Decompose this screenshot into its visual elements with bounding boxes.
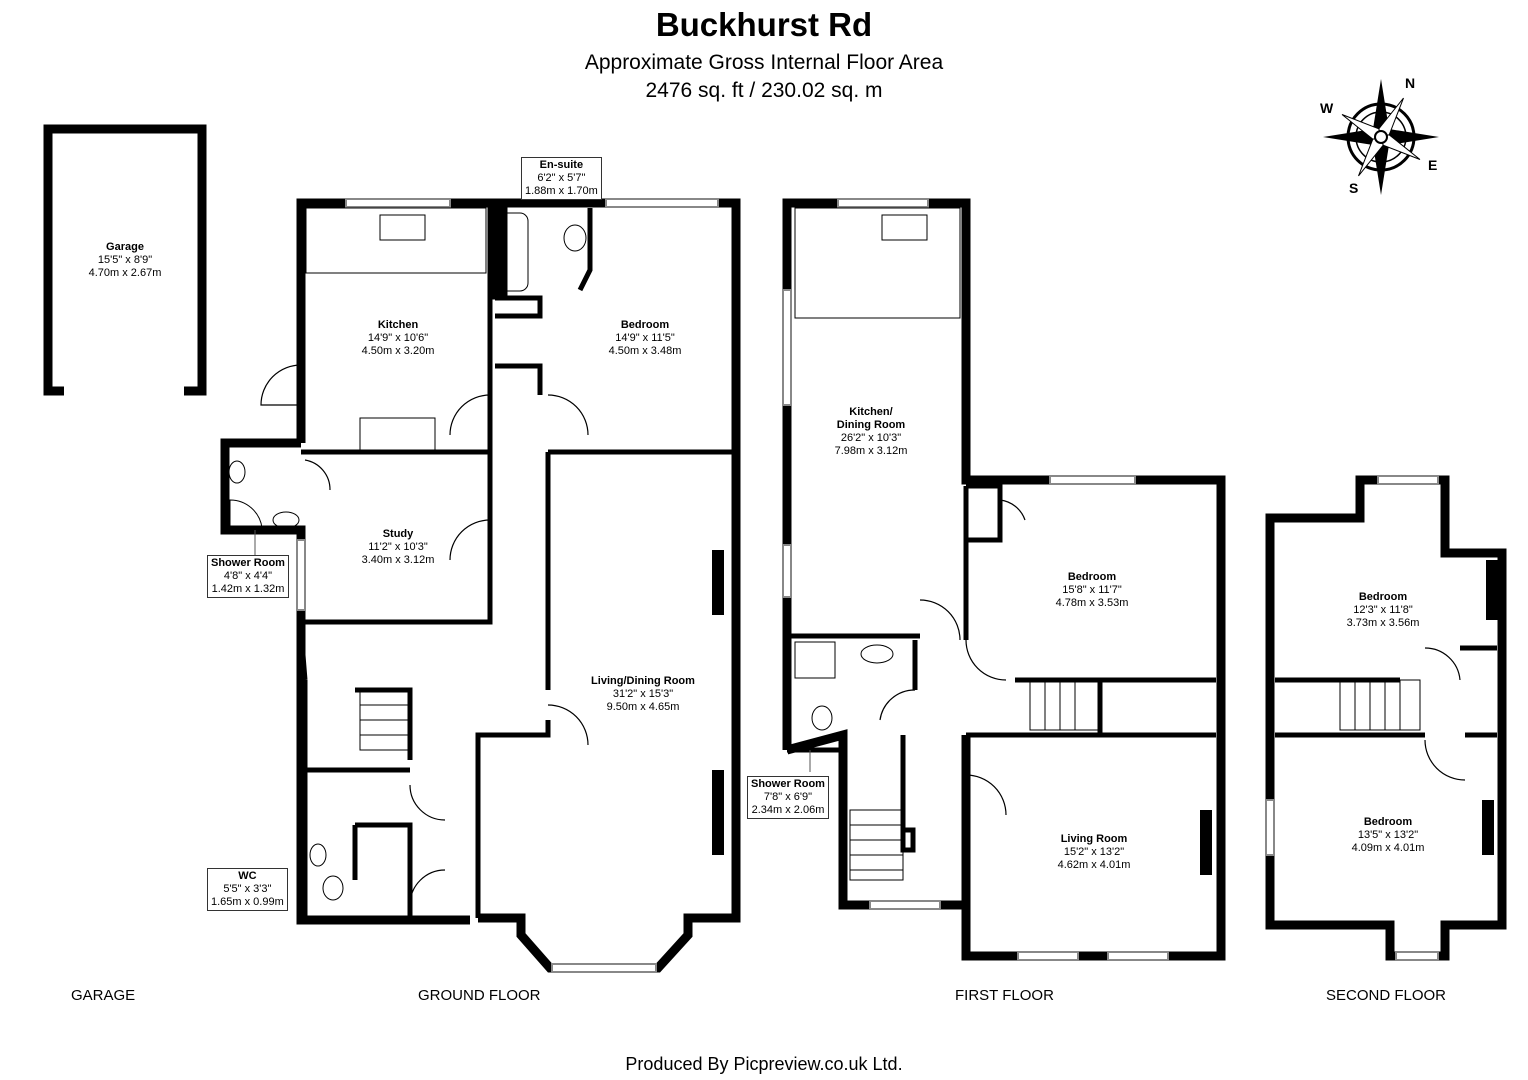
window: [296, 539, 306, 611]
bath: [497, 212, 529, 292]
callout-ensuite: En-suite 6'2" x 5'7" 1.88m x 1.70m: [521, 157, 602, 200]
door-swing: [449, 394, 491, 436]
floor-label-first: FIRST FLOOR: [955, 987, 1054, 1004]
floor-label-ground: GROUND FLOOR: [418, 987, 541, 1004]
second-floor-outer-wall: [1265, 475, 1507, 961]
chimney-breast: [1200, 810, 1212, 875]
wall-cupboard: [495, 363, 543, 395]
stairs: [1029, 679, 1101, 731]
door-swing: [409, 784, 446, 821]
worktop: [305, 207, 487, 274]
compass-west-label: W: [1320, 100, 1334, 116]
door-swing: [260, 364, 302, 406]
door-swing: [409, 869, 446, 906]
room-label-bedroom-ground: Bedroom 14'9" x 11'5" 4.50m x 3.48m: [608, 319, 682, 357]
hob: [359, 417, 436, 453]
basin: [860, 644, 894, 664]
room-label-bedroom-second-2: Bedroom 13'5" x 13'2" 4.09m x 4.01m: [1351, 816, 1425, 854]
window: [1265, 799, 1275, 856]
room-label-kitchen-dining: Kitchen/ Dining Room 26'2" x 10'3" 7.98m…: [834, 406, 908, 457]
callout-shower-room-first: Shower Room 7'8" x 6'9" 2.34m x 2.06m: [747, 776, 829, 819]
plan-subtitle: Approximate Gross Internal Floor Area: [584, 51, 944, 74]
window: [1395, 951, 1439, 961]
shower-tray: [229, 499, 263, 529]
basin: [272, 511, 300, 529]
door-swing: [304, 459, 331, 491]
door-swing: [879, 689, 916, 721]
wall-living-inner: [475, 720, 551, 918]
shower-tray: [794, 641, 836, 679]
door-swing: [919, 599, 961, 641]
compass-south-label: S: [1349, 180, 1359, 196]
door-swing: [1424, 739, 1466, 781]
basin: [309, 843, 327, 867]
worktop: [794, 207, 961, 319]
door-swing: [965, 639, 1007, 681]
wall-shower-first: [787, 640, 918, 753]
basin: [563, 224, 587, 252]
door-swing: [547, 704, 589, 746]
room-label-living-dining: Living/Dining Room 31'2" x 15'3" 9.50m x…: [591, 675, 695, 713]
window: [605, 198, 719, 208]
floor-label-second: SECOND FLOOR: [1326, 987, 1447, 1004]
wall-wc: [302, 770, 413, 920]
chimney-breast: [712, 550, 724, 615]
room-label-bedroom-first: Bedroom 15'8" x 11'7" 4.78m x 3.53m: [1055, 571, 1129, 609]
stairs: [1339, 679, 1421, 731]
toilet: [322, 875, 344, 901]
ground-floor-outer-wall-right: [478, 452, 741, 973]
door-swing: [965, 774, 1007, 816]
room-label-kitchen: Kitchen 14'9" x 10'6" 4.50m x 3.20m: [361, 319, 435, 357]
chimney-breast: [1486, 560, 1498, 620]
ground-floor-outer-wall-left: [220, 438, 470, 925]
window: [869, 900, 941, 910]
room-label-garage: Garage 15'5" x 8'9" 4.70m x 2.67m: [88, 241, 162, 279]
sink: [881, 214, 928, 241]
callout-shower-room-ground: Shower Room 4'8" x 4'4" 1.42m x 1.32m: [207, 555, 289, 598]
window: [837, 198, 929, 208]
window: [1017, 951, 1079, 961]
door-swing: [1424, 647, 1461, 681]
compass-rose: [1323, 79, 1439, 195]
wall-stair-first: [900, 735, 916, 853]
wall-hall-living: [545, 449, 736, 690]
toilet: [228, 460, 246, 484]
callout-wc: WC 5'5" x 3'3" 1.65m x 0.99m: [207, 868, 288, 911]
floor-label-garage: GARAGE: [71, 987, 136, 1004]
producer-credit: Produced By Picpreview.co.uk Ltd.: [625, 1054, 903, 1074]
toilet: [811, 705, 833, 731]
window: [345, 198, 451, 208]
wall-ensuite: [495, 295, 543, 319]
wall-hall-lower: [298, 629, 413, 773]
garage-walls: [43, 124, 207, 396]
door-swing: [449, 519, 491, 561]
first-floor-outer-wall: [782, 198, 1226, 961]
chimney-breast: [712, 770, 724, 855]
chimney-breast: [1482, 800, 1494, 855]
window: [1377, 475, 1439, 485]
compass-north-label: N: [1405, 75, 1416, 91]
window: [782, 544, 792, 598]
wall-living-first: [966, 680, 1216, 738]
room-label-study: Study 11'2" x 10'3" 3.40m x 3.12m: [361, 528, 435, 566]
wall-ensuite-right: [577, 208, 593, 292]
wall-cupboard-first: [966, 483, 1003, 543]
stairs: [849, 809, 904, 881]
plan-area: 2476 sq. ft / 230.02 sq. m: [645, 79, 883, 102]
window: [551, 963, 657, 973]
plan-title: Buckhurst Rd: [655, 6, 873, 43]
compass-east-label: E: [1428, 157, 1438, 173]
door-swing: [547, 394, 589, 436]
sink: [379, 214, 426, 241]
door-swing: [999, 499, 1026, 521]
window: [782, 289, 792, 406]
wall-bedroom-second-1: [1275, 645, 1497, 683]
room-label-bedroom-second-1: Bedroom 12'3" x 11'8" 3.73m x 3.56m: [1346, 591, 1420, 629]
window: [1107, 951, 1169, 961]
first-floor-stair-wall: [785, 729, 971, 910]
window: [1049, 475, 1136, 485]
room-label-living-first: Living Room 15'2" x 13'2" 4.62m x 4.01m: [1057, 833, 1131, 871]
